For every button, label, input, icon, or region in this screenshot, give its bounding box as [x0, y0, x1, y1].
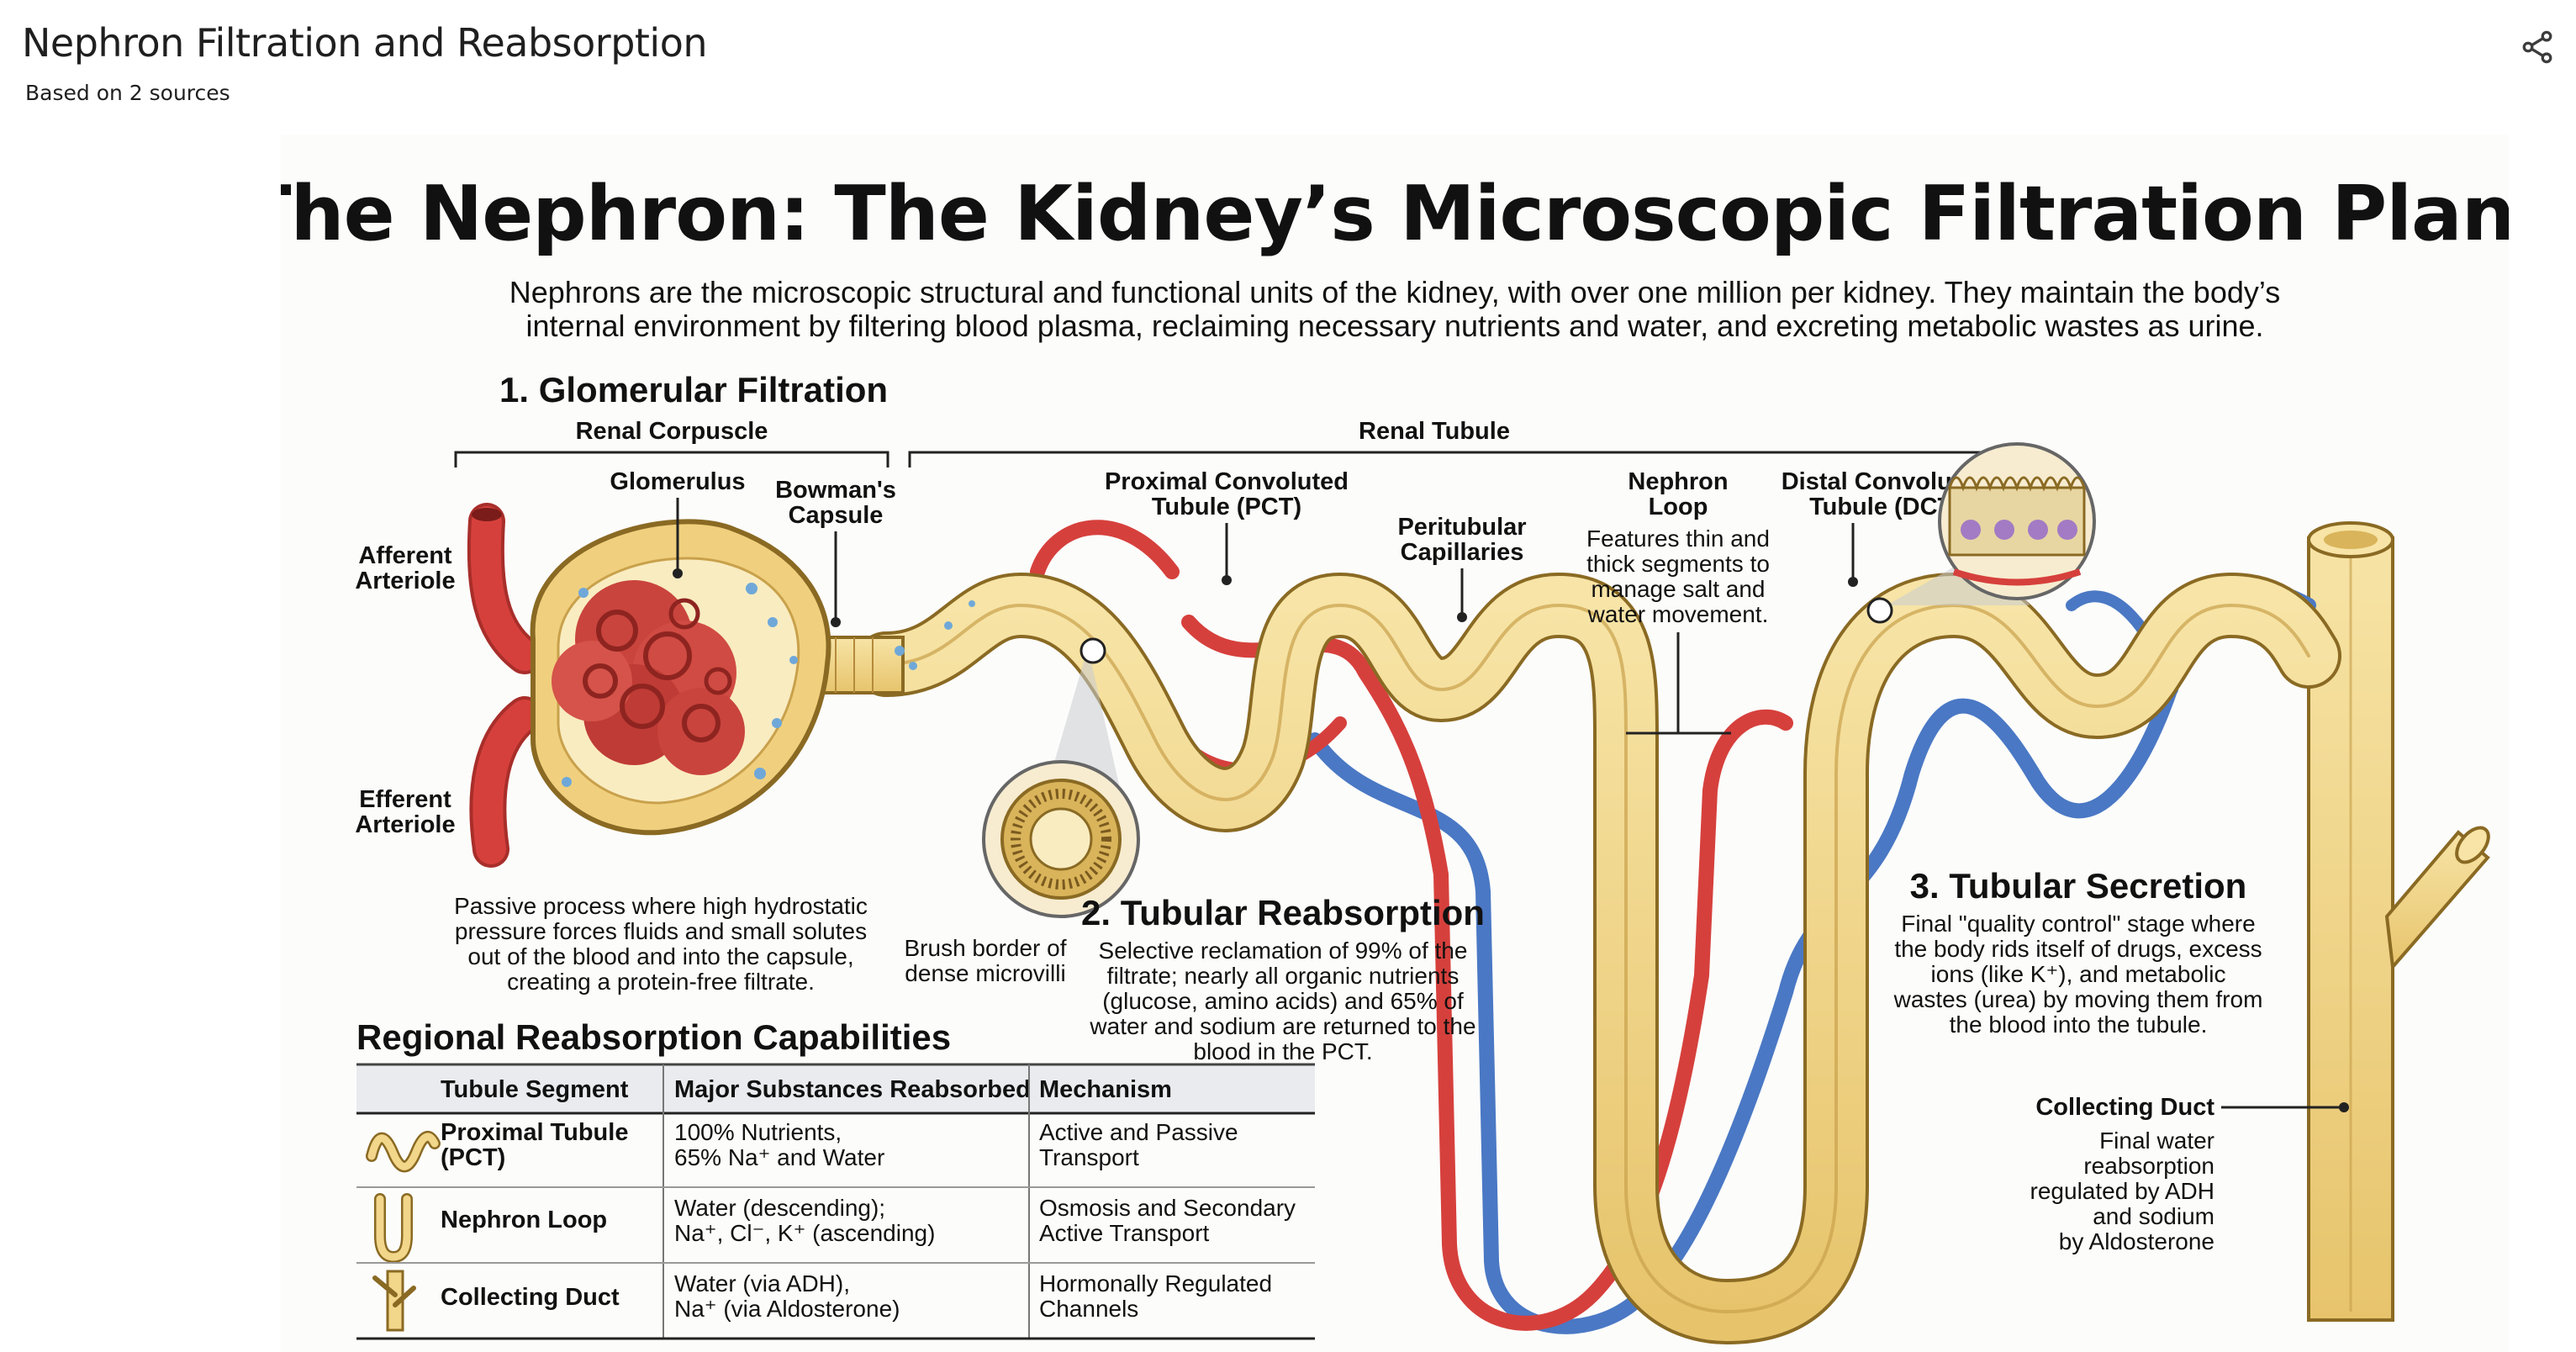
renal-tubule-bracket [908, 451, 2006, 467]
header-bar: Nephron Filtration and Reabsorption Base… [0, 0, 2576, 126]
renal-tubule-label: Renal Tubule [1359, 418, 1510, 445]
peritubular-capillaries-label-2: Capillaries [1401, 539, 1524, 566]
collecting-duct [2307, 521, 2490, 1322]
sources-subtitle: Based on 2 sources [25, 81, 230, 105]
table-header-substances: Major Substances Reabsorbed [674, 1076, 1031, 1103]
pct-tubule-icon [367, 1133, 439, 1170]
row-3-mechanism-1: Hormonally Regulated [1039, 1270, 1272, 1297]
infographic-title: The Nephron: The Kidney’s Microscopic Fi… [281, 170, 2509, 258]
section-1-desc-4: creating a protein-free filtrate. [507, 969, 815, 995]
section-2-desc-1: Selective reclamation of 99% of the [1099, 937, 1468, 964]
collecting-duct-desc-5: by Aldosterone [2059, 1228, 2214, 1254]
row-2-mechanism-2: Active Transport [1039, 1220, 1210, 1246]
row-2-substances-1: Water (descending); [674, 1195, 885, 1221]
bowmans-capsule-label-1: Bowman's [775, 477, 896, 504]
row-3-substances-1: Water (via ADH), [674, 1270, 850, 1297]
share-button[interactable] [2514, 24, 2561, 71]
table-header-mechanism: Mechanism [1039, 1076, 1172, 1103]
section-2-title: 2. Tubular Reabsorption [1081, 893, 1485, 932]
row-2-mechanism-1: Osmosis and Secondary [1039, 1195, 1296, 1221]
nephron-infographic: The Nephron: The Kidney’s Microscopic Fi… [281, 170, 2509, 1344]
section-1-desc-2: pressure forces fluids and small solutes [455, 918, 867, 944]
pct-label-2: Tubule (PCT) [1152, 494, 1301, 520]
row-1-segment-2: (PCT) [441, 1144, 505, 1171]
nephron-loop-desc-2: thick segments to [1586, 551, 1770, 577]
row-3-segment-1: Collecting Duct [441, 1284, 620, 1311]
afferent-arteriole-label-1: Afferent [358, 542, 452, 569]
row-3-substances-2: Na⁺ (via Aldosterone) [674, 1296, 900, 1322]
section-3-desc-2: the body rids itself of drugs, excess [1894, 936, 2262, 962]
section-1-desc-1: Passive process where high hydrostatic [454, 893, 868, 919]
renal-corpuscle-label: Renal Corpuscle [576, 418, 768, 445]
reabsorption-table: Regional Reabsorption Capabilities Tubul… [356, 1017, 1315, 1340]
nephron-loop-title-1: Nephron [1628, 468, 1728, 495]
table-row: Collecting Duct Water (via ADH), Na⁺ (vi… [372, 1270, 1272, 1332]
bowmans-capsule-label-2: Capsule [789, 502, 884, 529]
glomerulus-label: Glomerulus [610, 468, 745, 495]
table-title: Regional Reabsorption Capabilities [356, 1017, 951, 1057]
peritubular-capillaries-label-1: Peritubular [1397, 514, 1526, 541]
collecting-duct-desc-1: Final water [2099, 1128, 2214, 1154]
row-1-mechanism-1: Active and Passive [1039, 1119, 1238, 1145]
section-3-title: 3. Tubular Secretion [1910, 866, 2247, 906]
nephron-loop-icon [376, 1195, 411, 1261]
row-3-mechanism-2: Channels [1039, 1296, 1138, 1322]
table-row: Nephron Loop Water (descending); Na⁺, Cl… [374, 1193, 1296, 1264]
section-3-desc-5: the blood into the tubule. [1950, 1011, 2208, 1038]
table-header-row [356, 1064, 1315, 1113]
glomerulus-tuft [552, 580, 745, 775]
section-2-desc-5: blood in the PCT. [1193, 1038, 1372, 1064]
intro-line-1: Nephrons are the microscopic structural … [509, 275, 2280, 309]
renal-corpuscle-bracket [454, 451, 889, 467]
nephron-loop-desc-3: manage salt and [1591, 576, 1765, 602]
collecting-duct-desc-2: reabsorption [2083, 1153, 2214, 1179]
collecting-duct-title: Collecting Duct [2035, 1094, 2214, 1121]
row-1-segment-1: Proximal Tubule [441, 1119, 628, 1146]
row-1-substances-1: 100% Nutrients, [674, 1119, 842, 1145]
page-title: Nephron Filtration and Reabsorption [22, 20, 708, 66]
section-1-title: 1. Glomerular Filtration [499, 370, 888, 409]
collecting-duct-desc-4: and sodium [2093, 1203, 2214, 1229]
row-1-substances-2: 65% Na⁺ and Water [674, 1144, 884, 1170]
nephron-loop-title-2: Loop [1649, 494, 1708, 520]
dct-label-2: Tubule (DCT) [1809, 494, 1961, 520]
renal-corpuscle [467, 503, 831, 868]
nephron-loop-desc-4: water movement. [1587, 601, 1769, 627]
section-3-desc-4: wastes (urea) by moving them from [1893, 986, 2263, 1012]
brush-border-label-2: dense microvilli [905, 960, 1065, 986]
renal-tubule [817, 573, 2341, 1344]
infographic-panel: The Nephron: The Kidney’s Microscopic Fi… [281, 135, 2509, 1352]
brush-border-label-1: Brush border of [905, 935, 1067, 961]
intro-line-2: internal environment by filtering blood … [525, 309, 2263, 343]
nephron-loop-desc-1: Features thin and [1586, 525, 1770, 552]
table-row: Proximal Tubule (PCT) 100% Nutrients, 65… [366, 1119, 1238, 1173]
row-1-mechanism-2: Transport [1039, 1144, 1139, 1170]
collecting-duct-desc-3: regulated by ADH [2030, 1178, 2214, 1204]
section-3-desc-1: Final "quality control" stage where [1901, 911, 2255, 937]
share-icon [2522, 30, 2552, 64]
section-2-desc-3: (glucose, amino acids) and 65% of [1102, 988, 1464, 1014]
section-1-desc-3: out of the blood and into the capsule, [467, 943, 853, 969]
dct-magnifier [1866, 442, 2096, 624]
efferent-arteriole-label-1: Efferent [359, 786, 451, 813]
section-3-desc-3: ions (like K⁺), and metabolic [1931, 961, 2226, 987]
pct-label-1: Proximal Convoluted [1105, 468, 1349, 495]
section-2-desc-4: water and sodium are returned to the [1089, 1013, 1475, 1039]
row-2-substances-2: Na⁺, Cl⁻, K⁺ (ascending) [674, 1220, 935, 1246]
section-2-desc-2: filtrate; nearly all organic nutrients [1107, 963, 1460, 989]
row-2-segment-1: Nephron Loop [441, 1207, 607, 1233]
efferent-arteriole-label-2: Arteriole [355, 811, 455, 838]
brush-border-magnifier [982, 637, 1140, 918]
afferent-arteriole-label-2: Arteriole [355, 568, 455, 594]
table-header-segment: Tubule Segment [441, 1076, 629, 1103]
